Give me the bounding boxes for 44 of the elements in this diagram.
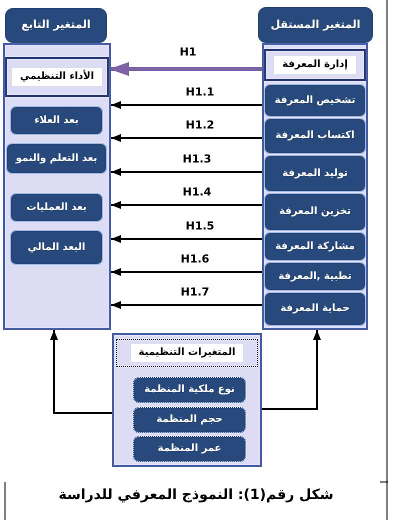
column-header: المتغير التابع: [5, 8, 107, 43]
edge-label: H1.7: [178, 286, 212, 298]
title-box: [5, 57, 109, 97]
item-box: تخزين المعرفة: [264, 193, 366, 231]
edge-label: H1: [178, 46, 198, 58]
arrow: [111, 168, 264, 176]
item-box: حماية المعرفة: [264, 292, 366, 326]
item-box: بعد التعلم والنمو: [6, 143, 107, 174]
item-box: توليد المعرفة: [264, 155, 366, 192]
item-box: البعد المالي: [10, 230, 103, 265]
title-text: المتغيرات التنظيمية: [130, 344, 244, 362]
arrow: [111, 301, 264, 309]
title-box: [264, 49, 366, 81]
title-text: الأداء التنظيمي: [12, 68, 102, 86]
item-box: تطبية ,المعرفة: [264, 262, 366, 291]
item-box: نوع ملكية المنظمة: [133, 377, 246, 403]
arrow: [109, 62, 264, 76]
group-panel: [112, 333, 262, 467]
arrow: [262, 330, 321, 410]
arrow: [111, 134, 264, 142]
title-text: إدارة المعرفة: [274, 56, 356, 74]
item-box: تشخيص المعرفة: [264, 84, 366, 117]
edge-label: H1.1: [184, 86, 216, 98]
edge-label: H1.5: [184, 220, 216, 232]
group-panel: [3, 43, 111, 330]
figure-caption: شكل رقم(1): النموذج المعرفي للدراسة: [58, 487, 334, 503]
arrow: [111, 201, 264, 209]
edge-label: H1.6: [178, 252, 212, 266]
item-box: عمر المنظمة: [133, 436, 246, 462]
arrow: [111, 268, 264, 276]
column-header: المتغير المستقل: [258, 7, 373, 43]
item-box: حجم المنظمة: [133, 407, 246, 433]
item-box: بعد العلاء: [10, 106, 103, 135]
item-box: بعد العمليات: [10, 193, 103, 222]
title-box: [116, 339, 258, 367]
edge-label: H1.3: [180, 152, 214, 166]
arrow: [111, 101, 264, 109]
item-box: مشاركة المعرفة: [264, 232, 366, 261]
item-box: اكتساب المعرفة: [264, 118, 366, 154]
edge-label: H1.4: [180, 186, 214, 198]
arrow: [50, 330, 112, 414]
edge-label: H1.2: [184, 118, 216, 132]
group-panel: [262, 43, 368, 330]
arrow: [111, 235, 264, 243]
